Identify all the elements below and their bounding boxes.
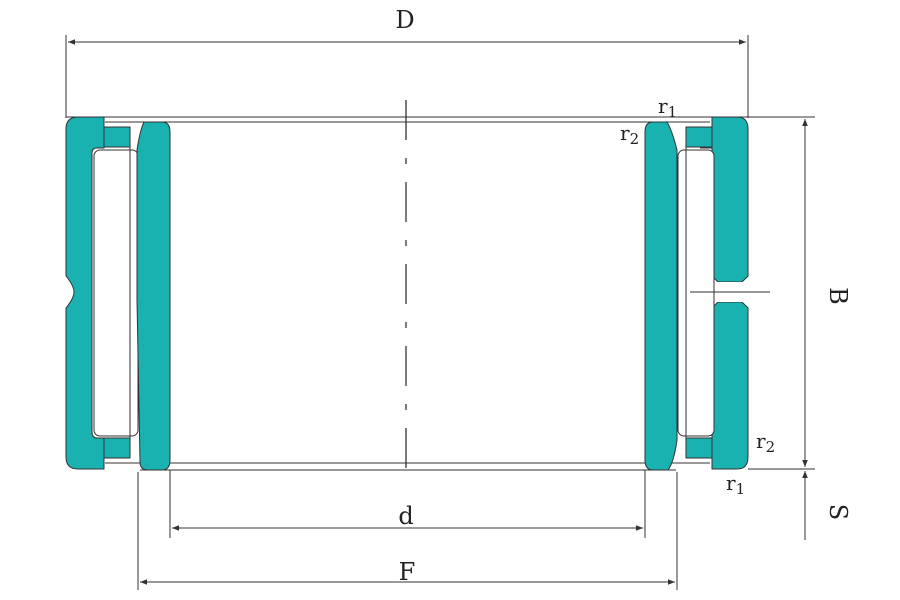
left-inner-ring (136, 121, 171, 471)
label-r2-top: r2 (620, 121, 639, 148)
right-section (644, 116, 770, 471)
label-S: S (824, 504, 852, 520)
label-F: F (399, 558, 416, 586)
right-outer-ring-bottom (711, 301, 749, 470)
right-inner-ring (644, 121, 678, 471)
label-r2-bottom: r2 (756, 429, 775, 456)
left-roller-top (103, 126, 131, 148)
right-roller-bottom (685, 437, 713, 459)
label-D: D (395, 6, 414, 34)
left-roller-bottom (103, 437, 131, 459)
label-B: B (824, 287, 852, 305)
left-section (65, 116, 171, 471)
section-outline (66, 116, 748, 471)
left-outer-pocket (93, 149, 139, 437)
dimension-labels: D d F B S r1 r2 r2 r1 (395, 6, 852, 586)
right-roller-top (685, 126, 713, 148)
label-r1-bottom: r1 (726, 471, 745, 498)
dimension-lines (68, 39, 808, 585)
right-outer-pocket (677, 149, 715, 437)
label-r1-top: r1 (658, 94, 677, 121)
extension-lines (65, 35, 815, 590)
left-outer-ring (65, 116, 105, 470)
label-d: d (398, 502, 413, 530)
